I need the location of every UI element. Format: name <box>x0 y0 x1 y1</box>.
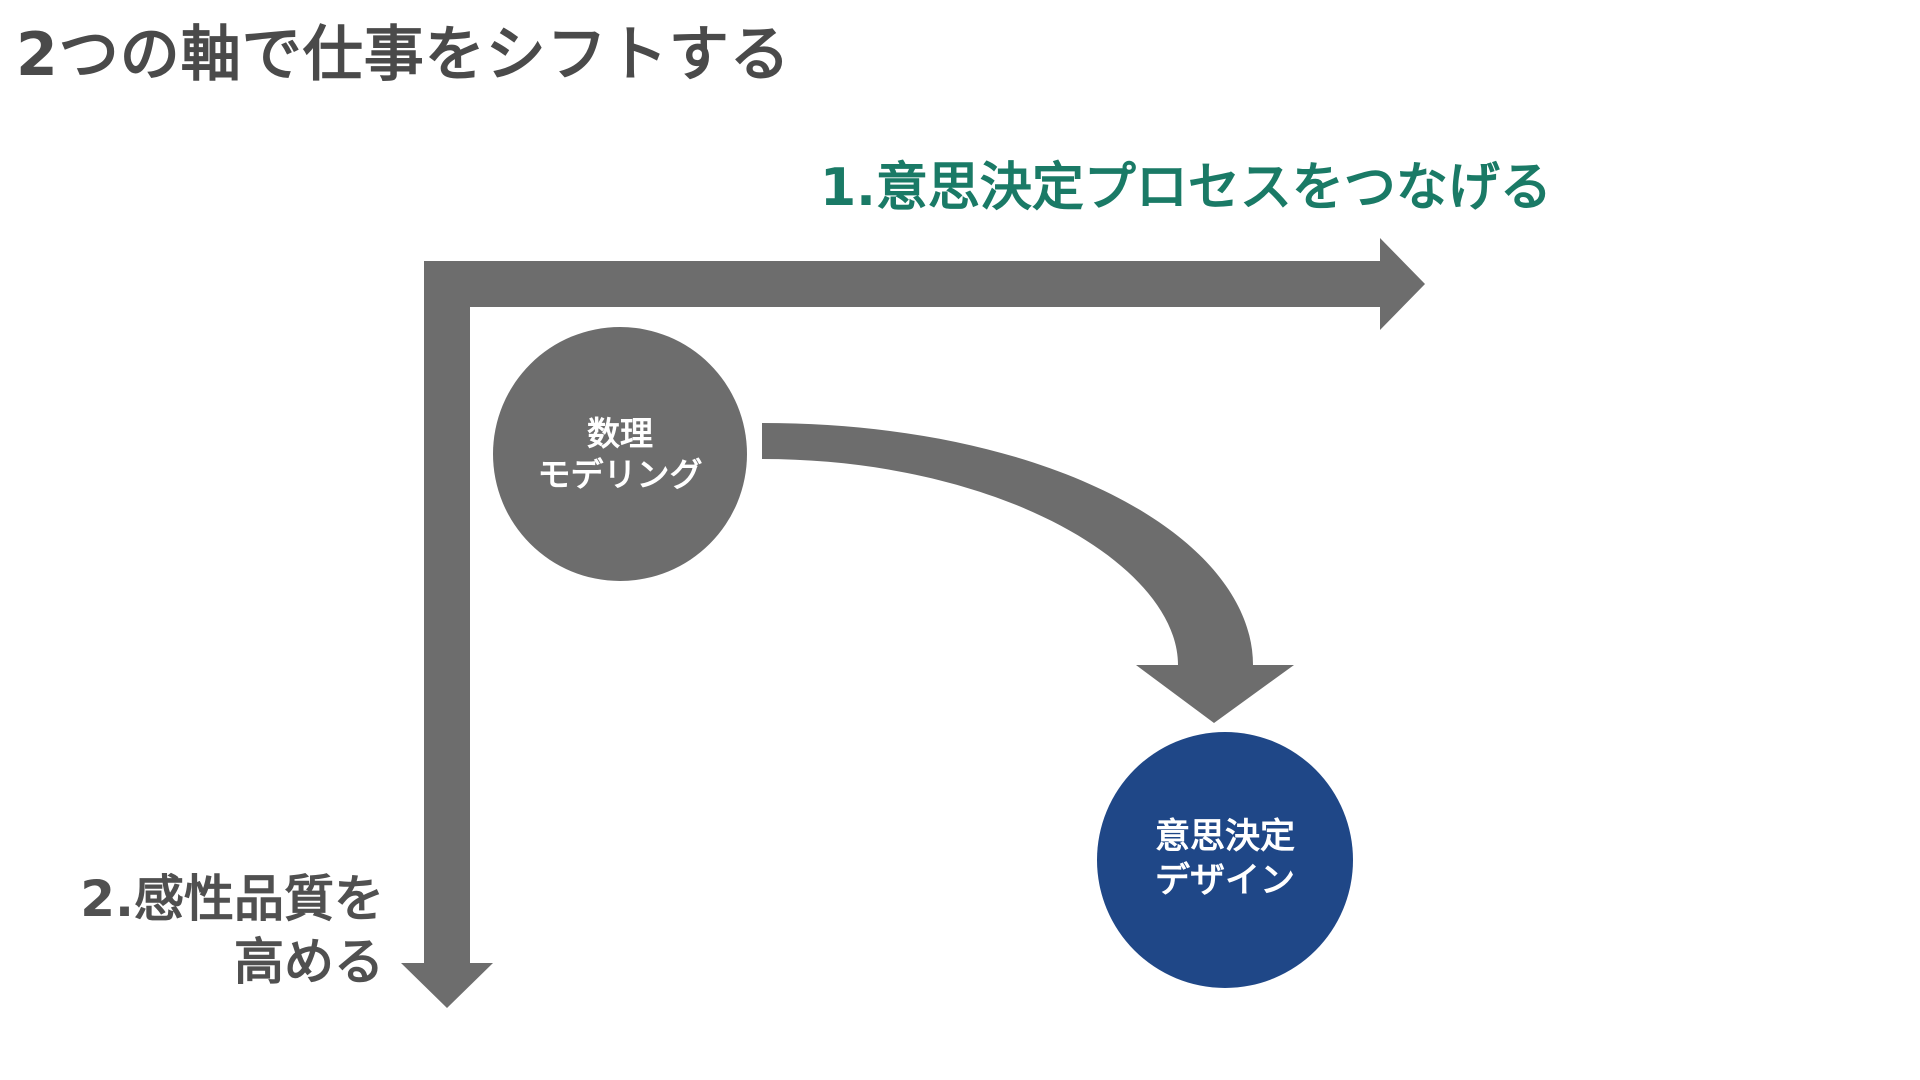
node-decision-design: 意思決定 デザイン <box>1097 732 1353 988</box>
curved-shift-arrow <box>762 423 1294 723</box>
node-mathematical-modeling: 数理 モデリング <box>493 327 747 581</box>
node-design-line1: 意思決定 <box>1154 817 1295 858</box>
node-modeling-line2: モデリング <box>537 455 703 494</box>
vertical-axis-arrow <box>401 261 493 1008</box>
node-modeling-line1: 数理 <box>587 413 653 453</box>
axis-label-sensory-quality: 2.感性品質を 高める <box>80 868 384 993</box>
node-design-line2: デザイン <box>1154 861 1295 901</box>
axis-label-decision-process: 1.意思決定プロセスをつなげる <box>820 158 1552 218</box>
page-title: 2つの軸で仕事をシフトする <box>16 20 791 90</box>
axis-label-sensory-quality-line2: 高める <box>234 932 384 991</box>
horizontal-axis-arrow <box>424 238 1425 330</box>
axis-label-sensory-quality-line1: 2.感性品質を <box>80 870 384 928</box>
